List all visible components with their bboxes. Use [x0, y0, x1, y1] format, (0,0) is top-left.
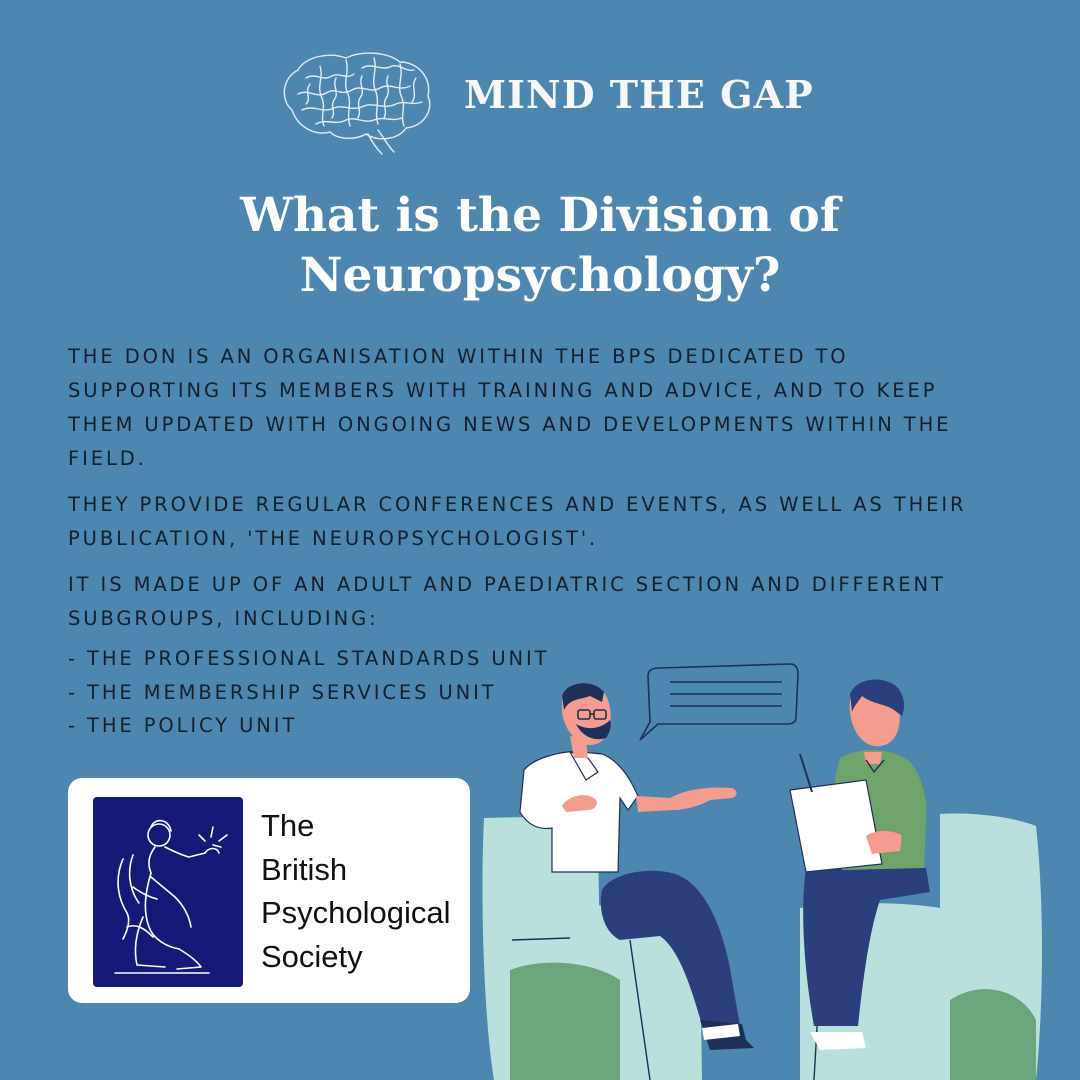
- paragraph-1: THE DON IS AN ORGANISATION WITHIN THE BP…: [68, 345, 952, 470]
- left-chair: [482, 816, 702, 1080]
- brand-title: MIND THE GAP: [464, 72, 814, 117]
- left-person: [519, 683, 754, 1050]
- logo-line: Psychological: [261, 895, 451, 930]
- subgroup-item: - THE POLICY UNIT: [68, 714, 298, 737]
- paragraph-3: IT IS MADE UP OF AN ADULT AND PAEDIATRIC…: [68, 573, 946, 630]
- brain-icon: [283, 52, 431, 155]
- subgroup-item: - THE MEMBERSHIP SERVICES UNIT: [68, 680, 497, 704]
- speech-bubble-icon: [639, 663, 799, 741]
- right-person: [789, 679, 930, 1050]
- paragraph-2: THEY PROVIDE REGULAR CONFERENCES AND EVE…: [68, 493, 967, 550]
- title-line-2: Neuropsychology?: [299, 248, 781, 303]
- conversation-illustration: [482, 663, 1042, 1080]
- subgroup-item: - THE PROFESSIONAL STANDARDS UNIT: [68, 647, 550, 670]
- bps-logo-text: The British Psychological Society: [261, 804, 451, 978]
- page-title: What is the Division of Neuropsychology?: [0, 186, 1080, 306]
- description: THE DON IS AN ORGANISATION WITHIN THE BP…: [68, 340, 1008, 648]
- logo-line: British: [261, 851, 348, 887]
- bps-logo-card: The British Psychological Society: [68, 778, 470, 1003]
- brand-header: MIND THE GAP: [276, 48, 836, 158]
- bps-emblem-icon: [93, 797, 243, 987]
- logo-line: Society: [261, 938, 363, 974]
- title-line-1: What is the Division of: [240, 188, 840, 243]
- logo-line: The: [261, 808, 315, 843]
- subgroup-list: - THE PROFESSIONAL STANDARDS UNIT - THE …: [68, 642, 549, 743]
